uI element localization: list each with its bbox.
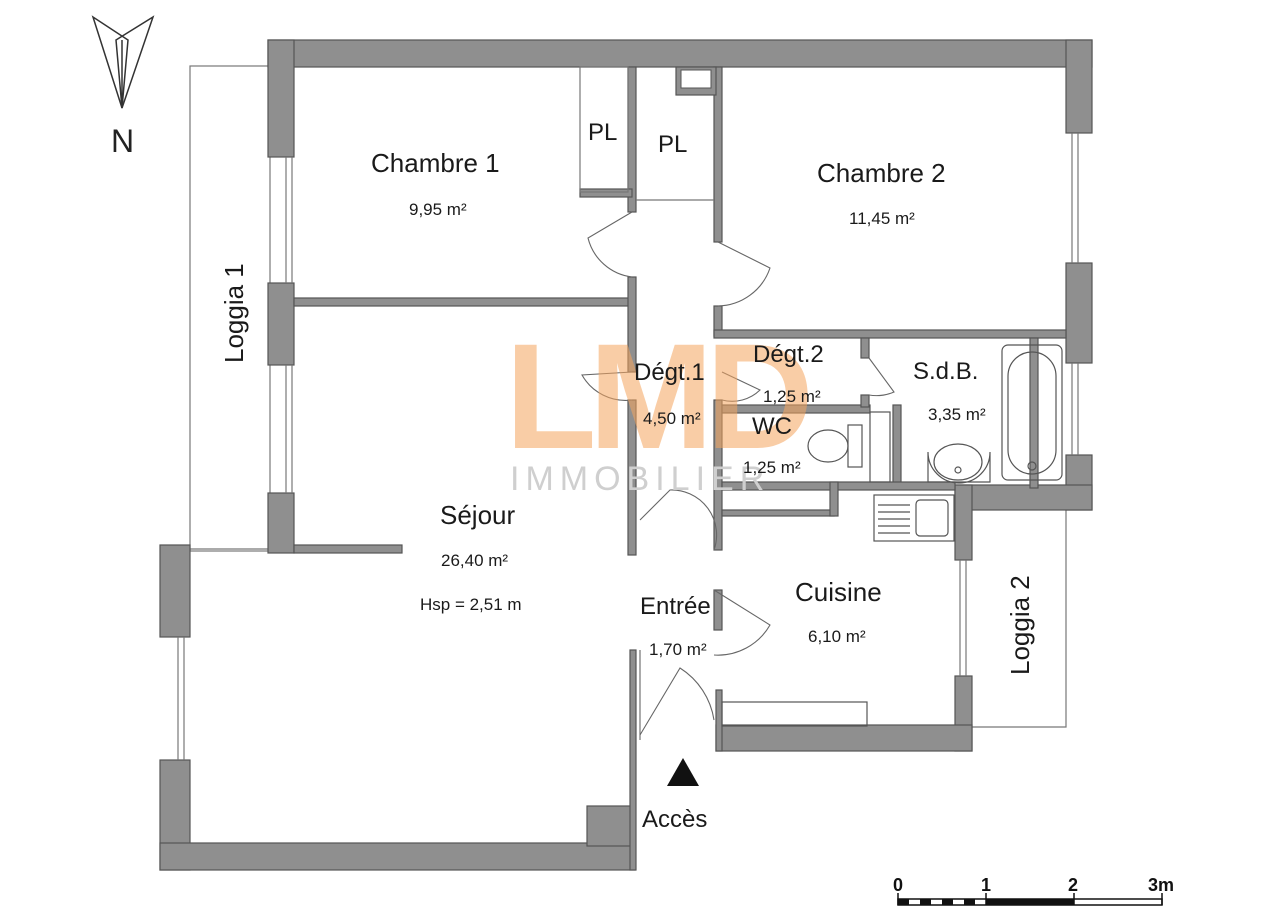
scale-label-3m: 3m (1148, 875, 1174, 895)
degt-1-name: Dégt.1 (634, 359, 705, 386)
degt-2-area: 1,25 m² (763, 387, 821, 406)
toilet (807, 424, 863, 468)
cuisine-area: 6,10 m² (808, 627, 866, 646)
entree-area: 1,70 m² (649, 640, 707, 659)
sink (927, 443, 991, 484)
pl-1-name: PL (588, 119, 617, 146)
chambre-2-area: 11,45 m² (849, 209, 915, 228)
windows (177, 133, 1079, 760)
north-arrow-icon (91, 15, 155, 109)
wc-area: 1,25 m² (743, 458, 801, 477)
loggia-2-name: Loggia 2 (1005, 575, 1035, 675)
duct (869, 411, 891, 483)
sejour-ceiling-height: Hsp = 2,51 m (420, 595, 522, 614)
closet-pl-1 (579, 66, 629, 193)
access-arrow-icon (667, 758, 699, 786)
walls (159, 39, 1093, 871)
kitchen-counter (721, 701, 868, 727)
kitchen-sink (873, 494, 955, 542)
chambre-1-name: Chambre 1 (371, 148, 500, 178)
sdb-name: S.d.B. (913, 358, 978, 385)
watermark-logo: LMD (505, 312, 809, 480)
cuisine-name: Cuisine (795, 577, 882, 607)
sejour-name: Séjour (440, 500, 515, 530)
entree-name: Entrée (640, 593, 711, 620)
doors (581, 211, 895, 740)
scale-bar (897, 893, 1163, 906)
pl-2-name: PL (658, 131, 687, 158)
sdb-area: 3,35 m² (928, 405, 986, 424)
loggia-1-name: Loggia 1 (219, 263, 249, 363)
sejour-area: 26,40 m² (441, 551, 508, 570)
scale-label-0: 0 (893, 875, 903, 895)
degt-2-name: Dégt.2 (753, 341, 824, 368)
north-label: N (111, 123, 134, 159)
access-label: Accès (642, 806, 707, 833)
watermark-subtitle: IMMOBILIER (510, 460, 770, 498)
chambre-2-name: Chambre 2 (817, 158, 946, 188)
scale-label-1: 1 (981, 875, 991, 895)
scale-label-2: 2 (1068, 875, 1078, 895)
bathtub (1001, 344, 1063, 481)
chambre-1-area: 9,95 m² (409, 200, 467, 219)
degt-1-area: 4,50 m² (643, 409, 701, 428)
wc-name: WC (752, 413, 792, 440)
